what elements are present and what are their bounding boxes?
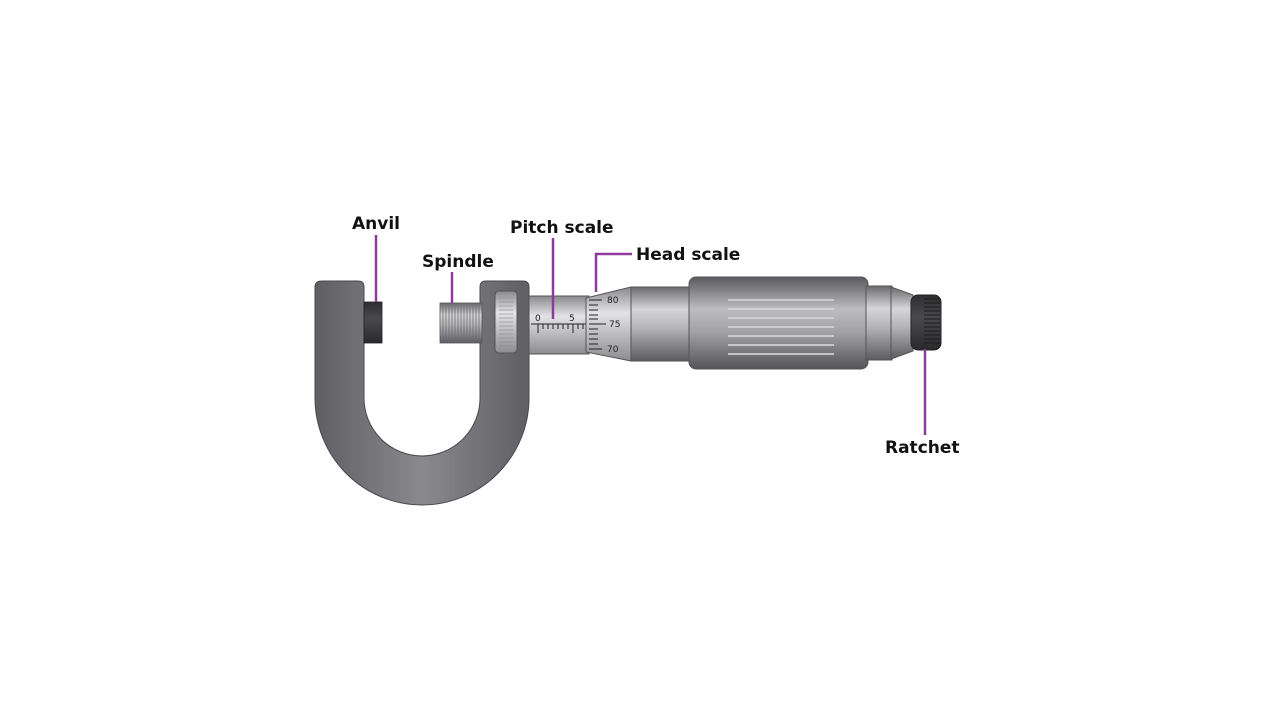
- ratchet-knob: [910, 294, 942, 351]
- head-scale-80: 80: [607, 296, 619, 306]
- head-scale-75: 75: [609, 320, 620, 330]
- ratchet-label: Ratchet: [885, 438, 960, 458]
- sleeve: 0 5: [528, 295, 590, 355]
- pitch-scale-zero: 0: [535, 314, 541, 324]
- collar: [865, 285, 893, 361]
- pitch-scale-label: Pitch scale: [510, 218, 614, 238]
- lock-nut: [494, 290, 518, 354]
- thimble: 80 75 70: [585, 286, 632, 362]
- pitch-scale-five: 5: [569, 314, 575, 324]
- head-scale-70: 70: [607, 345, 619, 355]
- spindle: [439, 302, 483, 344]
- ratchet-taper: [890, 286, 914, 360]
- grip: [688, 276, 869, 370]
- spindle-label: Spindle: [422, 252, 494, 272]
- anvil: [363, 301, 383, 344]
- barrel: [630, 286, 692, 362]
- head-scale-leader-line: [594, 252, 632, 292]
- frame: [314, 280, 530, 506]
- head-scale-label: Head scale: [636, 245, 740, 265]
- anvil-label: Anvil: [352, 214, 400, 234]
